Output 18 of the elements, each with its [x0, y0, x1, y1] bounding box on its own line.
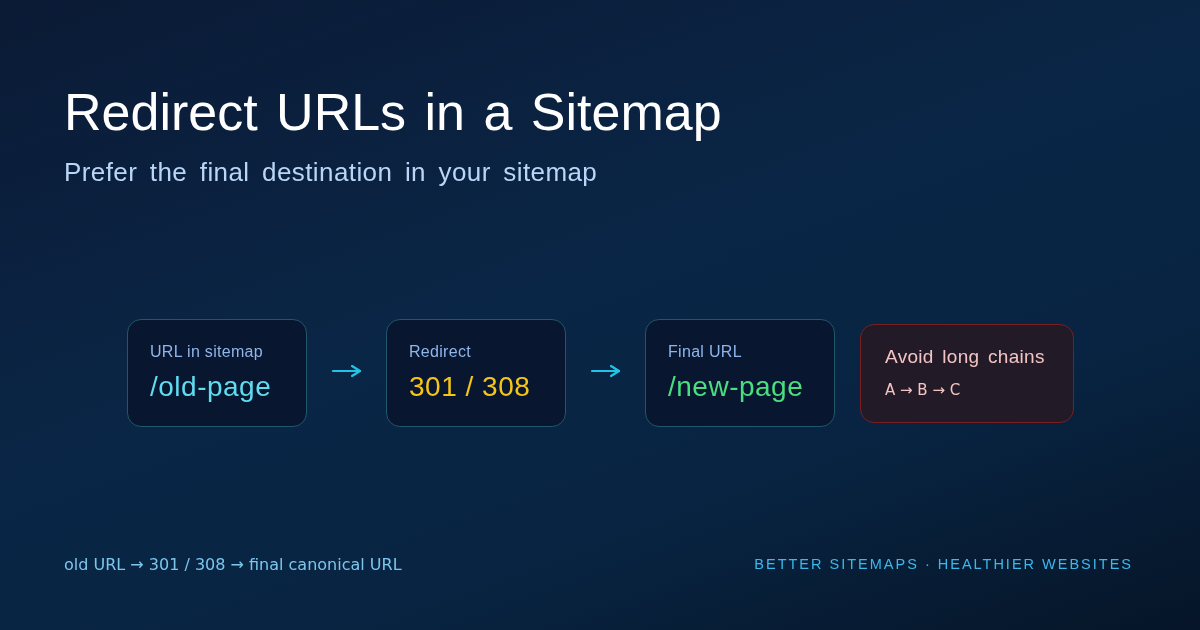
- step-label: Final URL: [668, 342, 742, 362]
- step-card: [386, 319, 566, 427]
- warning-card: [860, 324, 1074, 423]
- step-card: [127, 319, 307, 427]
- flow-summary: old URL → 301 / 308 → final canonical URL: [64, 555, 402, 575]
- step-value: /new-page: [668, 370, 804, 404]
- step-value: /old-page: [150, 370, 272, 404]
- step-value: 301 / 308: [409, 370, 531, 404]
- title: Redirect URLs in a Sitemap: [64, 84, 722, 142]
- arrow: [331, 364, 362, 378]
- tagline: BETTER SITEMAPS · HEALTHIER WEBSITES: [754, 556, 1133, 574]
- step-label: Redirect: [409, 342, 471, 362]
- chain-example: A → B → C: [885, 381, 961, 399]
- arrow: [590, 364, 621, 378]
- subtitle: Prefer the final destination in your sitemap: [64, 157, 598, 189]
- step-label: URL in sitemap: [150, 342, 263, 362]
- step-card: [645, 319, 835, 427]
- warning-heading: Avoid long chains: [885, 346, 1045, 369]
